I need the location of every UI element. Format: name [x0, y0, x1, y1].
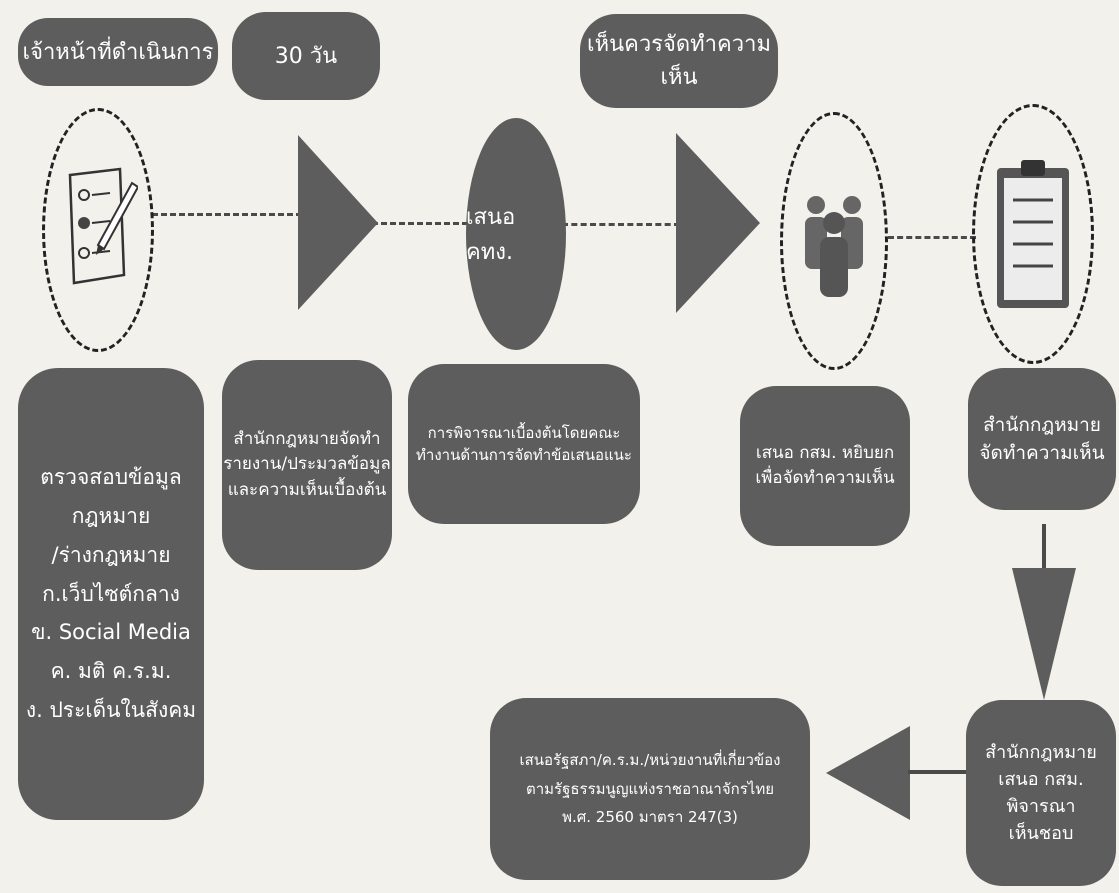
report-box: สำนักกฎหมายจัดทำ รายงาน/ประมวลข้อมูล และ… — [222, 360, 392, 570]
final-box: เสนอรัฐสภา/ค.ร.ม./หน่วยงานที่เกี่ยวข้อง … — [490, 698, 810, 880]
opinion-label: เห็นควรจัดทำความเห็น — [580, 14, 778, 108]
check-box: ตรวจสอบข้อมูลกฎหมาย /ร่างกฎหมาย ก.เว็บไซ… — [18, 368, 204, 820]
arrow-down-1 — [1012, 568, 1076, 700]
clipboard-circle — [972, 104, 1094, 364]
arrow-left-stem — [908, 770, 966, 774]
legal-approve-box: สำนักกฎหมาย เสนอ กสม. พิจารณา เห็นชอบ — [966, 700, 1116, 886]
connector-3 — [562, 223, 680, 226]
arrow-right-2 — [676, 133, 760, 313]
checklist-icon — [68, 167, 138, 285]
connector-4 — [888, 236, 976, 239]
legal-opinion-box: สำนักกฎหมาย จัดทำความเห็น — [968, 368, 1116, 510]
officer-label: เจ้าหน้าที่ดำเนินการ — [18, 18, 218, 86]
people-icon — [805, 196, 863, 297]
arrow-right-1 — [298, 135, 378, 310]
clipboard-icon — [997, 160, 1069, 308]
people-circle — [780, 112, 888, 370]
arrow-left-1 — [826, 726, 910, 820]
consider-box: การพิจารณาเบื้องต้นโดยคณะ ทำงานด้านการจั… — [408, 364, 640, 524]
connector-1 — [152, 213, 302, 216]
arrow-down-stem — [1042, 524, 1046, 570]
connector-2 — [372, 222, 468, 225]
duration-label: 30 วัน — [232, 12, 380, 100]
checklist-circle — [42, 108, 154, 352]
propose-box: เสนอ กสม. หยิบยก เพื่อจัดทำความเห็น — [740, 386, 910, 546]
committee-oval: เสนอ คทง. — [466, 118, 566, 350]
